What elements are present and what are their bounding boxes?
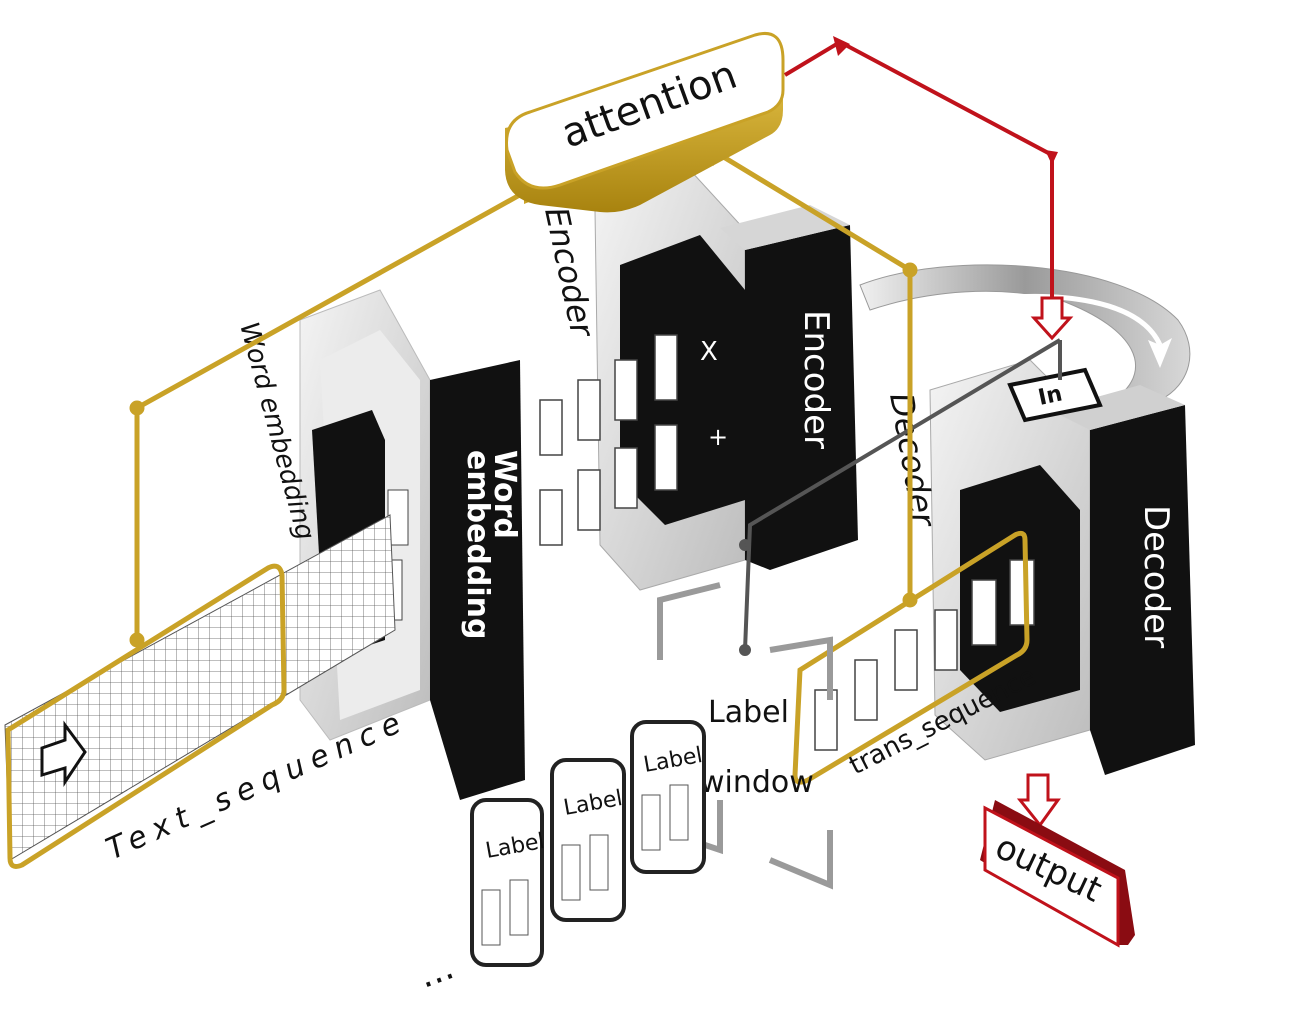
in-symbol: In bbox=[1036, 381, 1065, 410]
label-cards: Label Label Label ... bbox=[413, 720, 706, 997]
word-embedding-face-label-2: embedding bbox=[460, 450, 495, 640]
multiply-symbol-icon: X bbox=[700, 337, 718, 367]
decoder-front-face bbox=[1090, 405, 1195, 775]
output-path bbox=[783, 36, 1074, 828]
text-sequence-highlight bbox=[5, 563, 287, 869]
label-window: Label window bbox=[657, 582, 833, 890]
in-box: In bbox=[1007, 367, 1103, 423]
word-embedding-front-face bbox=[430, 360, 525, 800]
word-embedding-face-label-1: Word bbox=[487, 450, 522, 539]
output-box: output bbox=[980, 800, 1135, 948]
trans-sequence-highlight bbox=[792, 530, 1030, 785]
red-arrowhead-icon bbox=[833, 36, 850, 56]
input-arrow-icon bbox=[40, 720, 87, 787]
encoder-input-cards bbox=[539, 334, 678, 546]
encoder-side-label: Encoder bbox=[537, 204, 602, 342]
label-card: Label bbox=[630, 720, 706, 874]
encoder-block: Encoder Encoder X + bbox=[537, 169, 858, 591]
plus-symbol-icon: + bbox=[708, 423, 728, 451]
loop-arrowhead-icon bbox=[1148, 338, 1172, 368]
output-arrow-icon bbox=[1016, 773, 1061, 828]
label-card: Label bbox=[470, 798, 546, 967]
red-arrowhead-icon bbox=[1045, 150, 1058, 165]
decoder-face-label: Decoder bbox=[1136, 505, 1176, 648]
attention-box: attention bbox=[504, 32, 785, 213]
label-window-label-1: Label bbox=[708, 695, 789, 730]
encoder-front-face bbox=[745, 225, 858, 570]
encoder-face-label: Encoder bbox=[796, 310, 836, 449]
decoder-input-arrow-icon bbox=[1030, 296, 1074, 341]
connector-lines bbox=[739, 338, 1062, 656]
label-window-label-2: window bbox=[700, 765, 814, 800]
label-card: Label bbox=[550, 758, 626, 922]
ellipsis-label: ... bbox=[413, 946, 459, 996]
